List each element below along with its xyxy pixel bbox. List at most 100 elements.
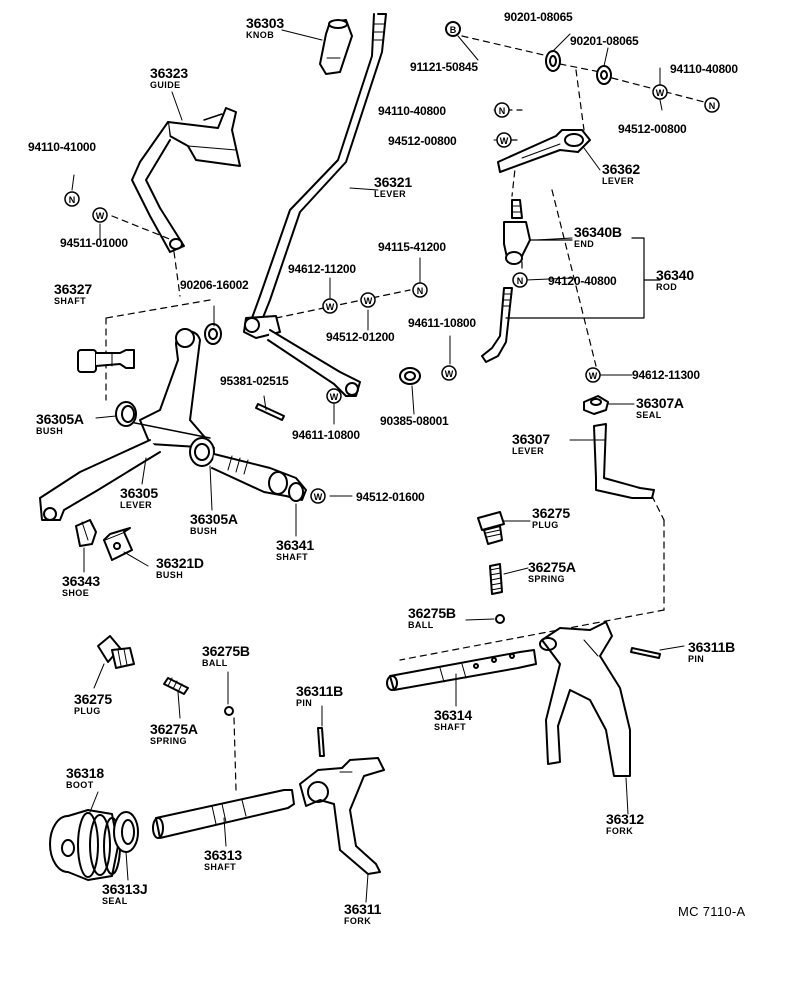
leader-upper-right xyxy=(461,35,713,367)
washer-symbol-94512-right: W xyxy=(652,84,668,100)
code-94611-10800-left: 94611-10800 xyxy=(292,428,360,442)
ball-36275b-left xyxy=(224,706,234,716)
callout-plug-36275-left: 36275 PLUG xyxy=(74,692,112,716)
plug-36275-left xyxy=(97,635,135,669)
washer-symbol-94512-01600: W xyxy=(310,488,326,504)
code-91121-50845: 91121-50845 xyxy=(410,60,478,74)
washer-symbol-94611-left: W xyxy=(326,388,342,404)
shaft-36313 xyxy=(152,789,295,839)
part-name: FORK xyxy=(606,826,634,836)
fork-36312 xyxy=(539,621,631,777)
part-name: BOOT xyxy=(66,780,94,790)
part-name: SEAL xyxy=(102,896,128,906)
nut-90385 xyxy=(399,367,421,385)
part-number: 36311B xyxy=(688,639,736,655)
callout-fork-36311: 36311 FORK xyxy=(344,902,381,926)
washer-symbol-94612-11200: W xyxy=(322,298,338,314)
code-94511-01000: 94511-01000 xyxy=(60,236,128,250)
code-94110-41000: 94110-41000 xyxy=(28,140,96,154)
bolt-symbol: B xyxy=(450,25,457,35)
callout-lever-36321: 36321 LEVER xyxy=(374,175,412,199)
boot-36318 xyxy=(49,809,121,881)
leader-guide-dashes xyxy=(105,215,211,401)
part-name: BALL xyxy=(408,620,434,630)
part-number: 36275 xyxy=(74,691,112,707)
svg-text:W: W xyxy=(96,211,105,221)
svg-text:W: W xyxy=(364,296,373,306)
seal-36313j xyxy=(113,811,139,853)
code-94110-40800-right: 94110-40800 xyxy=(670,62,738,76)
lever-36321 xyxy=(243,13,387,397)
code-90201-08065-b: 90201-08065 xyxy=(570,34,639,48)
washer-90201-b xyxy=(596,65,612,85)
knob-36303 xyxy=(319,19,353,75)
diagram-reference: MC 7110-A xyxy=(678,904,746,919)
part-name: BALL xyxy=(202,658,228,668)
svg-text:N: N xyxy=(517,276,524,286)
part-name: GUIDE xyxy=(150,80,181,90)
part-number: 36275 xyxy=(532,505,570,521)
pin-36311b-right xyxy=(630,647,661,659)
washer-symbol-94511: W xyxy=(92,207,108,223)
part-number: 36313 xyxy=(204,847,242,863)
part-name: SEAL xyxy=(636,410,662,420)
part-number: 36307 xyxy=(512,431,550,447)
code-94110-40800-left: 94110-40800 xyxy=(378,104,446,118)
pin-95381 xyxy=(255,403,285,421)
part-number: 36275A xyxy=(150,721,198,737)
part-number: 36340B xyxy=(574,224,622,240)
callout-bush-36321d: 36321D BUSH xyxy=(156,556,204,580)
part-number: 36275B xyxy=(408,605,456,621)
svg-text:W: W xyxy=(326,302,335,312)
callout-bush-36305a-upper: 36305A BUSH xyxy=(36,412,84,436)
svg-text:W: W xyxy=(445,369,454,379)
washer-symbol-94611-right: W xyxy=(441,365,457,381)
part-number: 36305A xyxy=(190,511,238,527)
bush-36305a-upper xyxy=(115,401,137,427)
part-number: 36343 xyxy=(62,573,100,589)
code-90385-08001: 90385-08001 xyxy=(380,414,449,428)
svg-text:N: N xyxy=(417,286,424,296)
nut-symbol-94110-41000: N xyxy=(64,191,80,207)
part-number: 36321D xyxy=(156,555,204,571)
lever-36307 xyxy=(593,423,655,499)
callout-shaft-36341: 36341 SHAFT xyxy=(276,538,314,562)
part-name: LEVER xyxy=(512,446,545,456)
part-number: 36305 xyxy=(120,485,158,501)
nut-symbol-94120: N xyxy=(512,272,528,288)
fork-36311 xyxy=(299,757,385,875)
spring-36275a-left xyxy=(163,677,189,695)
part-number: 36305A xyxy=(36,411,84,427)
bush-36305a-lower xyxy=(189,437,215,467)
seal-36307a xyxy=(583,395,609,415)
leader-ball-shaft xyxy=(233,717,237,791)
part-number: 36318 xyxy=(66,765,104,781)
callout-spring-36275a-right: 36275A SPRING xyxy=(528,560,576,584)
spring-36275a-right xyxy=(489,563,503,595)
svg-text:W: W xyxy=(656,88,665,98)
nut-symbol-94115: N xyxy=(412,282,428,298)
part-number: 36321 xyxy=(374,174,412,190)
washer-symbol-94512-left: W xyxy=(496,132,512,148)
washer-symbol-94612-11300: W xyxy=(585,367,601,383)
part-name: ROD xyxy=(656,282,678,292)
part-name: LEVER xyxy=(120,500,153,510)
callout-knob: 36303 KNOB xyxy=(246,16,284,40)
part-number: 36327 xyxy=(54,281,92,297)
part-name: LEVER xyxy=(374,189,407,199)
callout-shoe: 36343 SHOE xyxy=(62,574,100,598)
part-name: SHAFT xyxy=(54,296,86,306)
plug-36275-right xyxy=(477,511,505,545)
callout-shaft-36314: 36314 SHAFT xyxy=(434,708,472,732)
part-name: PLUG xyxy=(74,706,101,716)
part-name: SHOE xyxy=(62,588,90,598)
callout-spring-36275a-left: 36275A SPRING xyxy=(150,722,198,746)
shaft-36327 xyxy=(77,349,135,373)
part-number: 36311B xyxy=(296,683,344,699)
washer-symbol-94512-01200: W xyxy=(360,292,376,308)
pin-36311b-left xyxy=(317,727,325,757)
part-name: KNOB xyxy=(246,30,275,40)
part-name: BUSH xyxy=(36,426,64,436)
callout-seal-36313j: 36313J SEAL xyxy=(102,882,148,906)
